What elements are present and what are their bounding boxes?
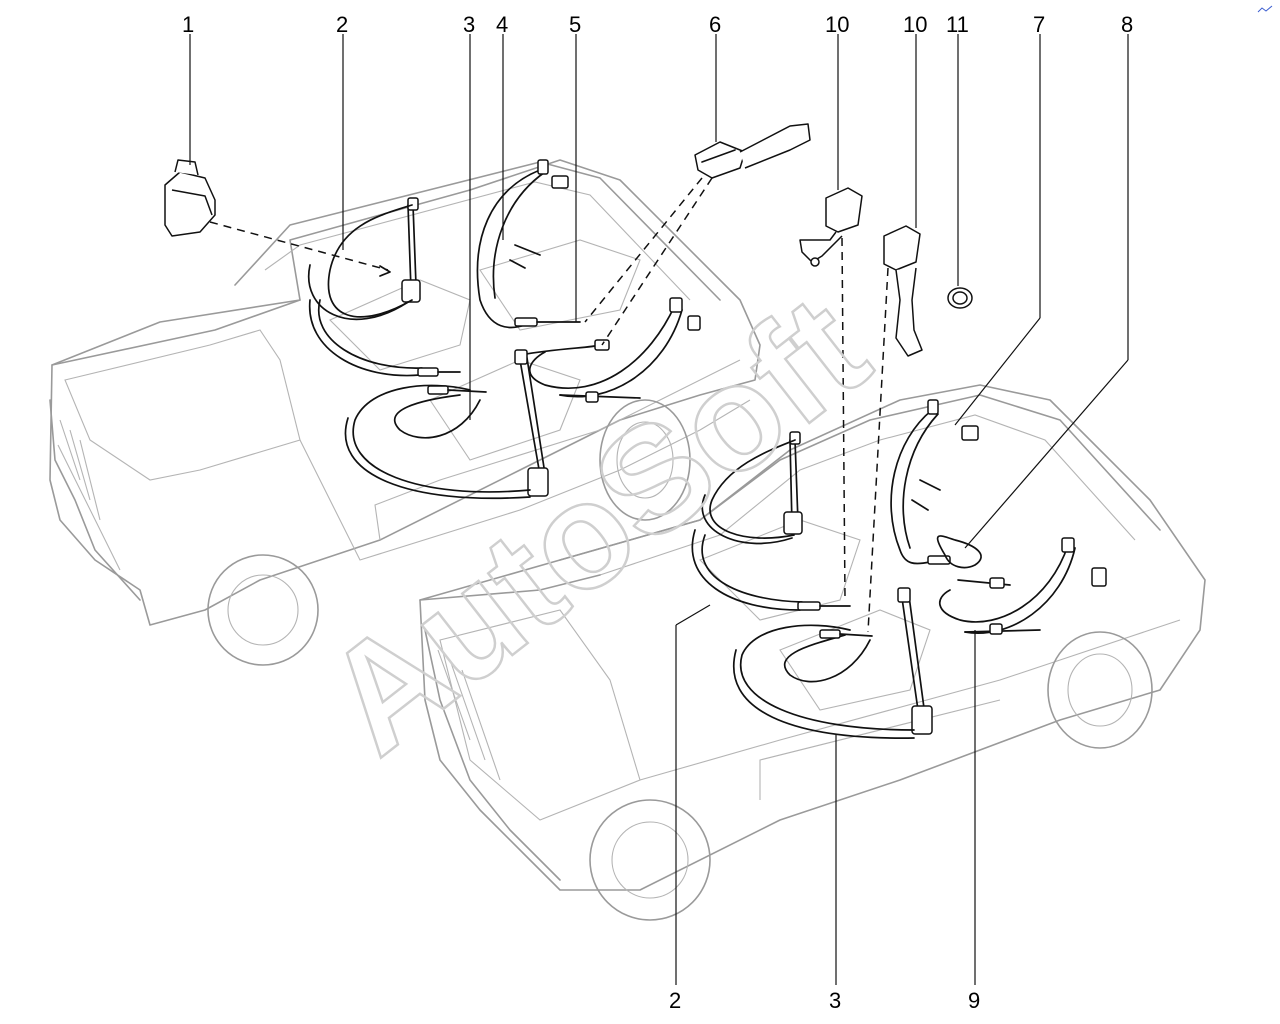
part-cover-1 xyxy=(164,159,216,237)
belt-set-car-right xyxy=(691,399,1107,739)
part-buckle-6 xyxy=(694,123,811,179)
arrow-part-6b xyxy=(601,177,713,346)
callout-labels: 1 2 3 4 5 6 10 10 11 7 8 2 3 9 xyxy=(182,12,1133,1013)
callout-2-top: 2 xyxy=(336,12,348,37)
arrow-part-10a xyxy=(841,237,846,599)
part-grommet-11 xyxy=(947,287,973,309)
belt-set-car-left xyxy=(307,159,701,500)
arrow-part-10b xyxy=(867,267,889,633)
callout-10-a: 10 xyxy=(825,12,849,37)
callout-2-bottom: 2 xyxy=(669,988,681,1013)
callout-1: 1 xyxy=(182,12,194,37)
part-buckle-10b xyxy=(883,225,923,357)
callout-6: 6 xyxy=(709,12,721,37)
car-left-outline xyxy=(49,159,761,666)
callout-10-b: 10 xyxy=(903,12,927,37)
callout-5: 5 xyxy=(569,12,581,37)
callout-11: 11 xyxy=(946,12,969,37)
car-right-outline xyxy=(419,384,1206,921)
part-buckle-10a xyxy=(799,187,863,267)
arrow-part-6a xyxy=(584,177,703,323)
callout-3-bottom: 3 xyxy=(829,988,841,1013)
callout-9: 9 xyxy=(968,988,980,1013)
arrow-part-1 xyxy=(209,221,389,271)
callout-3-top: 3 xyxy=(463,12,475,37)
callout-4: 4 xyxy=(496,12,508,37)
corner-mark xyxy=(1257,5,1273,13)
callout-7: 7 xyxy=(1033,12,1045,37)
leader-lines xyxy=(189,34,1129,985)
callout-8: 8 xyxy=(1121,12,1133,37)
